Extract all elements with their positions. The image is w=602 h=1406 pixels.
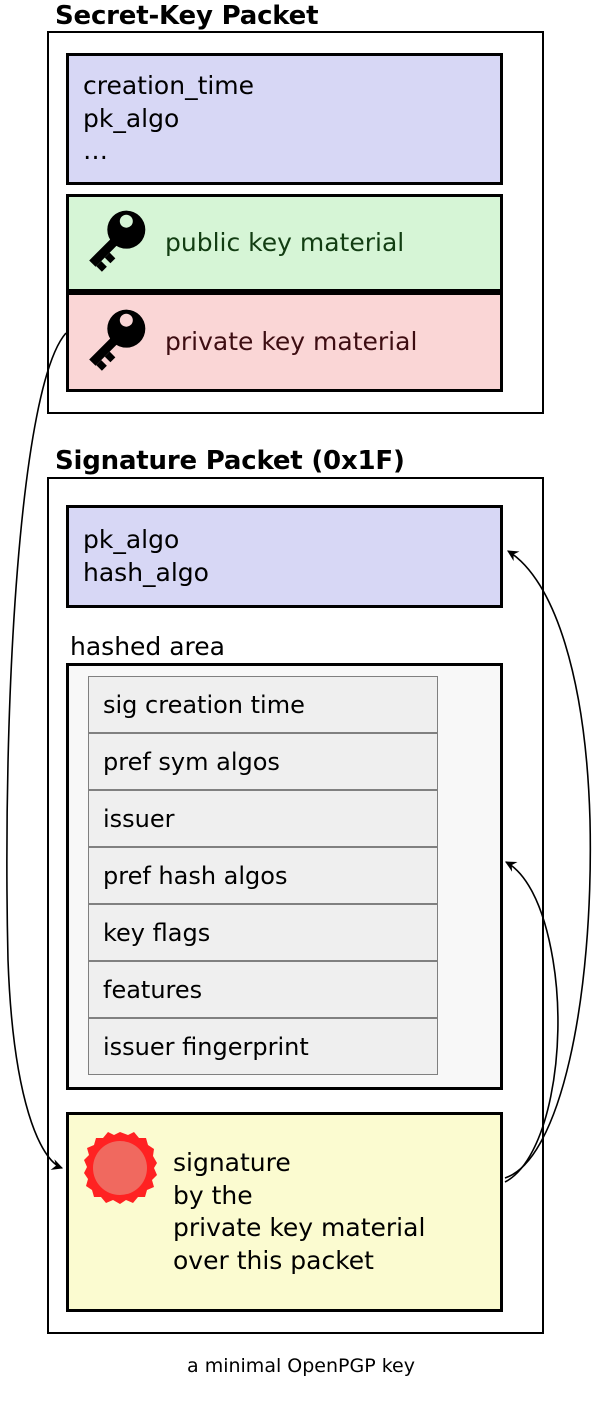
- subpacket-row: issuer: [88, 790, 438, 847]
- subpacket-row: features: [88, 961, 438, 1018]
- signature-block-box: signature by the private key material ov…: [66, 1112, 503, 1312]
- key-icon: [79, 302, 151, 382]
- subpacket-label: pref hash algos: [103, 861, 288, 890]
- secret-key-header-fields-box: creation_time pk_algo …: [66, 53, 503, 185]
- subpacket-label: sig creation time: [103, 690, 305, 719]
- subpacket-row: pref hash algos: [88, 847, 438, 904]
- subpacket-row: issuer fingerprint: [88, 1018, 438, 1075]
- key-icon: [79, 203, 151, 283]
- secret-key-header-fields-text: creation_time pk_algo …: [83, 71, 255, 166]
- subpacket-row: sig creation time: [88, 676, 438, 733]
- wax-seal-icon: [81, 1129, 159, 1211]
- signature-algo-fields-text: pk_algo hash_algo: [83, 525, 209, 587]
- signature-algo-fields-box: pk_algo hash_algo: [66, 505, 503, 608]
- private-key-material-box: private key material: [66, 292, 503, 392]
- signature-block-text: signature by the private key material ov…: [173, 1148, 426, 1275]
- subpacket-label: issuer fingerprint: [103, 1032, 309, 1061]
- hashed-area-label: hashed area: [70, 632, 225, 661]
- secret-key-packet-title: Secret-Key Packet: [55, 1, 319, 31]
- subpacket-row: key flags: [88, 904, 438, 961]
- public-key-material-label: public key material: [165, 227, 405, 257]
- subpacket-label: key flags: [103, 918, 211, 947]
- figure-caption: a minimal OpenPGP key: [187, 1355, 415, 1377]
- private-key-material-label: private key material: [165, 326, 418, 356]
- subpacket-label: issuer: [103, 804, 175, 833]
- public-key-material-box: public key material: [66, 194, 503, 292]
- subpacket-label: pref sym algos: [103, 747, 280, 776]
- signature-packet-title: Signature Packet (0x1F): [55, 446, 405, 476]
- subpacket-label: features: [103, 975, 203, 1004]
- subpacket-row: pref sym algos: [88, 733, 438, 790]
